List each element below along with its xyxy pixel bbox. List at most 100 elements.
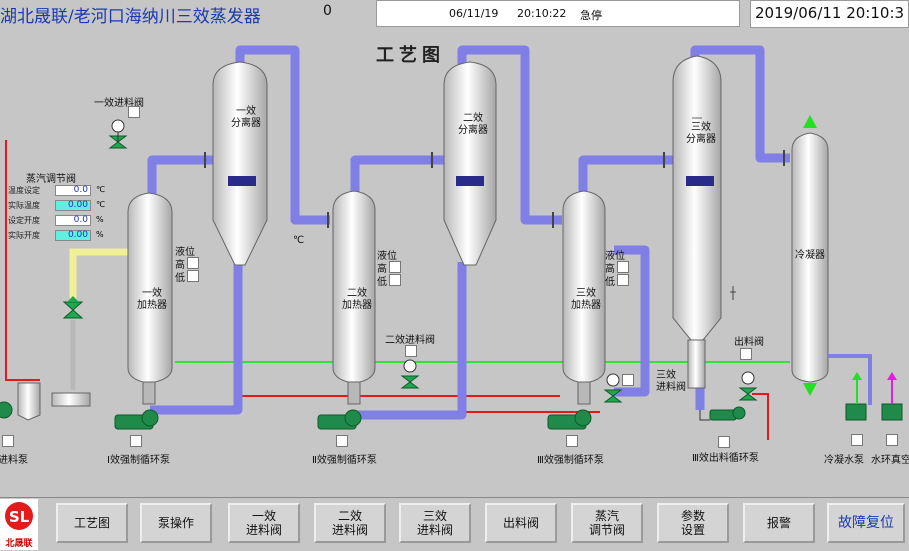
fault-reset-button[interactable]: 故障复位 — [827, 503, 905, 543]
heater-1 — [127, 192, 173, 405]
steam-row-label: 设定开度 — [8, 216, 40, 225]
steam-row-open-set: 设定开度 0.0 % — [8, 215, 108, 228]
pump-3-label: Ⅲ效强制循环泵 — [537, 455, 604, 466]
steam-row-unit: ℃ — [96, 200, 105, 209]
level-3-high-status — [617, 261, 629, 273]
temp-setpoint-input[interactable]: 0.0 — [55, 185, 91, 196]
steam-row-temp-set: 温度设定 0.0 ℃ — [8, 185, 108, 198]
pump-2-status — [336, 435, 348, 447]
separator-1 — [212, 61, 268, 266]
nav-feed-valve-1-button[interactable]: 一效 进料阀 — [228, 503, 300, 543]
level-3-low-status — [617, 274, 629, 286]
level-2-high: 高 — [377, 264, 387, 275]
feed-valve-3-status — [622, 374, 634, 386]
status-box: 06/11/19 20:10:22 急停 — [376, 0, 740, 27]
separator-2 — [443, 61, 497, 266]
level-2-low-status — [389, 274, 401, 286]
page-title: 工艺图 — [376, 45, 445, 66]
steam-row-unit: ℃ — [96, 185, 105, 194]
opening-setpoint-input[interactable]: 0.0 — [55, 215, 91, 226]
steam-pipe — [69, 248, 132, 300]
pump-3[interactable] — [547, 409, 592, 430]
heater-1-label: 一效 加热器 — [137, 288, 167, 311]
nav-pump-operation-button[interactable]: 泵操作 — [140, 503, 212, 543]
svg-text:SL: SL — [9, 508, 30, 526]
steam-row-label: 温度设定 — [8, 186, 40, 195]
separator-3 — [672, 55, 736, 389]
level-2-label: 液位 — [377, 251, 397, 262]
feed-valve-3-label: 三效 进料阀 — [656, 370, 686, 393]
nav-process-diagram-button[interactable]: 工艺图 — [56, 503, 128, 543]
steam-row-temp-actual: 实际温度 0.00 ℃ — [8, 200, 108, 213]
feed-valve-2-label: 二效进料阀 — [385, 335, 435, 346]
pump-discharge-status — [718, 436, 730, 448]
feed-valve-1-label: 一效进料阀 — [94, 98, 144, 109]
status-text: 急停 — [580, 9, 602, 22]
level-2-high-status — [389, 261, 401, 273]
nav-alarm-button[interactable]: 报警 — [743, 503, 815, 543]
level-1-high: 高 — [175, 260, 185, 271]
nav-discharge-valve-button[interactable]: 出料阀 — [485, 503, 557, 543]
level-1-high-status — [187, 257, 199, 269]
valve-feed-3[interactable] — [603, 373, 623, 403]
nav-parameter-settings-button[interactable]: 参数 设置 — [657, 503, 729, 543]
level-2-low: 低 — [377, 277, 387, 288]
pump-condensate-status — [851, 434, 863, 446]
pump-discharge-label: Ⅲ效出料循环泵 — [692, 453, 759, 464]
logo-mark: SL — [5, 502, 33, 530]
company-logo: SL 北晟联 — [0, 499, 38, 550]
hot-lines — [5, 140, 769, 440]
steam-row-unit: % — [96, 215, 104, 224]
status-date: 06/11/19 — [449, 7, 499, 20]
valve-discharge[interactable] — [738, 371, 758, 401]
level-3-high: 高 — [605, 264, 615, 275]
level-1-low-status — [187, 270, 199, 282]
heater-3-label: 三效 加热器 — [571, 288, 601, 311]
logo-text: 北晟联 — [5, 539, 33, 549]
app-title: 湖北晟联/老河口海纳川三效蒸发器 — [0, 7, 261, 27]
valve-feed-1[interactable] — [108, 119, 128, 149]
opening-actual-value: 0.00 — [55, 230, 91, 241]
nav-steam-valve-button[interactable]: 蒸汽 调节阀 — [571, 503, 643, 543]
level-3-label: 液位 — [605, 251, 625, 262]
steam-row-label: 实际开度 — [8, 231, 40, 240]
valve-feed-2[interactable] — [400, 359, 420, 389]
steam-valve-title: 蒸汽调节阀 — [26, 174, 76, 185]
feed-valve-2-status — [405, 345, 417, 357]
pump-feed[interactable] — [0, 401, 13, 419]
nav-feed-valve-3-button[interactable]: 三效 进料阀 — [399, 503, 471, 543]
steam-row-label: 实际温度 — [8, 201, 40, 210]
pump-condensate[interactable] — [845, 372, 867, 421]
discharge-valve-label: 出料阀 — [734, 337, 764, 348]
status-time: 20:10:22 — [517, 7, 567, 20]
pump-1[interactable] — [114, 409, 159, 430]
condenser-label: 冷凝器 — [795, 250, 825, 261]
counter-value: 0 — [323, 3, 332, 19]
separator-3-label: 三效 分离器 — [686, 122, 716, 145]
pump-1-status — [130, 435, 142, 447]
condenser — [791, 115, 872, 405]
level-1-label: 液位 — [175, 247, 195, 258]
pump-1-label: Ⅰ效强制循环泵 — [107, 455, 170, 466]
heater-2-label: 二效 加热器 — [342, 288, 372, 311]
pump-water-ring[interactable] — [881, 372, 903, 421]
feed-tank — [17, 382, 91, 421]
steam-row-open-actual: 实际开度 0.00 % — [8, 230, 108, 243]
valve-steam[interactable] — [62, 296, 84, 319]
level-1-low: 低 — [175, 273, 185, 284]
pump-3-status — [566, 435, 578, 447]
separator-1-label: 一效 分离器 — [231, 106, 261, 129]
clock: 2019/06/11 20:10:3 — [750, 0, 909, 28]
steam-row-unit: % — [96, 230, 104, 239]
pump-feed-label: 进料泵 — [0, 455, 28, 466]
pump-2[interactable] — [317, 409, 362, 430]
pump-feed-status — [2, 435, 14, 447]
nav-feed-valve-2-button[interactable]: 二效 进料阀 — [314, 503, 386, 543]
pump-discharge[interactable] — [699, 406, 746, 421]
heater-2 — [332, 190, 376, 405]
process-diagram — [0, 45, 903, 440]
level-3-low: 低 — [605, 277, 615, 288]
pump-2-label: Ⅱ效强制循环泵 — [312, 455, 377, 466]
temp-actual-value: 0.00 — [55, 200, 91, 211]
feed-valve-1-status — [128, 106, 140, 118]
